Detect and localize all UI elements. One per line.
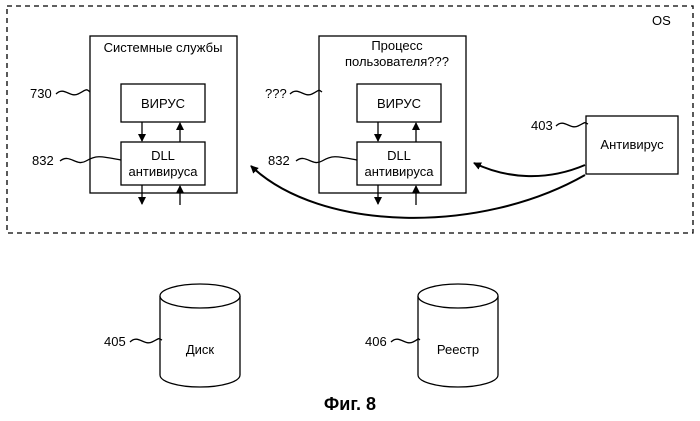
antivirus-ref: 403 bbox=[531, 118, 553, 133]
disk-ref-leader bbox=[130, 339, 162, 343]
system-services-dll-line2: антивируса bbox=[129, 164, 199, 179]
registry-ref: 406 bbox=[365, 334, 387, 349]
system-services-dll-ref: 832 bbox=[32, 153, 54, 168]
user-process-title-line1: Процесс bbox=[371, 38, 423, 53]
registry-cylinder bbox=[418, 284, 498, 387]
registry-label: Реестр bbox=[437, 342, 479, 357]
system-services-ref-leader bbox=[56, 90, 90, 95]
user-process-virus-label: ВИРУС bbox=[377, 96, 421, 111]
user-process-title-line2: пользователя??? bbox=[345, 54, 449, 69]
figure-caption: Фиг. 8 bbox=[324, 394, 376, 414]
user-process-ref-leader bbox=[290, 90, 322, 95]
disk-label: Диск bbox=[186, 342, 215, 357]
system-services-virus-label: ВИРУС bbox=[141, 96, 185, 111]
user-process-dll-line2: антивируса bbox=[365, 164, 435, 179]
user-process-ref: ??? bbox=[265, 86, 287, 101]
user-process-dll-ref: 832 bbox=[268, 153, 290, 168]
os-label: OS bbox=[652, 13, 671, 28]
antivirus-to-user-process-arrow bbox=[474, 163, 585, 176]
registry-ref-leader bbox=[391, 339, 420, 343]
system-services-ref: 730 bbox=[30, 86, 52, 101]
antivirus-ref-leader bbox=[556, 123, 588, 127]
antivirus-label: Антивирус bbox=[600, 137, 664, 152]
system-services-title: Системные службы bbox=[104, 40, 223, 55]
disk-ref: 405 bbox=[104, 334, 126, 349]
user-process-dll-line1: DLL bbox=[387, 148, 411, 163]
system-services-dll-line1: DLL bbox=[151, 148, 175, 163]
disk-cylinder bbox=[160, 284, 240, 387]
